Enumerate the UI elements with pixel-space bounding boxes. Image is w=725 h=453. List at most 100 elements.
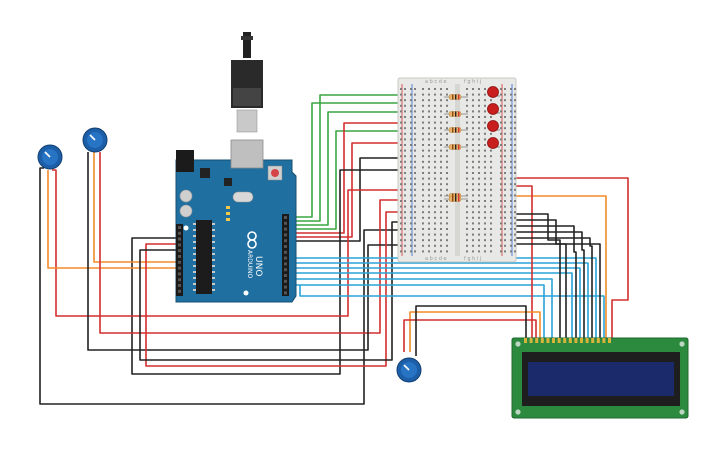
resistor-band: [458, 196, 460, 202]
wire-pot1-black[interactable]: [39, 167, 403, 405]
wire-lcd-black-4[interactable]: [508, 231, 585, 340]
breadboard-hole: [446, 160, 448, 163]
lcd-pin[interactable]: [580, 338, 583, 343]
chip-pin: [212, 289, 215, 291]
lcd-pin[interactable]: [546, 338, 550, 343]
lcd-pin[interactable]: [591, 338, 595, 343]
breadboard[interactable]: a b c d e f g h i j a b c d e f g h i j: [397, 77, 517, 263]
breadboard-hole: [428, 99, 430, 102]
wire-green-2[interactable]: [286, 94, 403, 222]
breadboard-hole: [504, 155, 506, 158]
arduino-uno-board[interactable]: ARDUINO UNO: [175, 32, 297, 303]
wire-lcd-black-1[interactable]: [508, 213, 561, 340]
reset-button-cap[interactable]: [271, 169, 279, 177]
breadboard-hole: [410, 166, 412, 169]
wire-blue-1[interactable]: [286, 257, 597, 340]
led-red[interactable]: [487, 103, 499, 115]
wire-lcd-black-6[interactable]: [508, 243, 601, 340]
lcd-pin[interactable]: [563, 338, 567, 343]
breadboard-hole: [484, 138, 486, 141]
wire-black-bb-1[interactable]: [286, 157, 403, 242]
lcd-pin[interactable]: [552, 338, 555, 343]
wire-blue-6[interactable]: [286, 284, 545, 340]
breadboard-hole: [440, 250, 442, 253]
breadboard-hole: [410, 88, 412, 90]
wire-lcd-red-1[interactable]: [508, 177, 629, 340]
wire-green-1[interactable]: [286, 102, 403, 218]
potentiometer-2[interactable]: [82, 127, 108, 153]
breadboard-hole: [510, 155, 512, 158]
wire-black-gnd[interactable]: [131, 169, 403, 375]
breadboard-hole: [514, 183, 516, 186]
breadboard-hole: [414, 211, 416, 214]
wire-blue-4[interactable]: [286, 272, 573, 340]
breadboard-hole: [478, 166, 480, 169]
breadboard-hole: [446, 233, 448, 236]
wire-blue-3[interactable]: [286, 267, 581, 340]
potentiometer-indicator: [44, 151, 51, 158]
wire-lcd-orange-1[interactable]: [508, 195, 607, 340]
breadboard-hole: [472, 88, 474, 90]
wire-lcd-black-3[interactable]: [508, 225, 577, 340]
breadboard-hole: [400, 149, 402, 152]
breadboard-hole: [440, 222, 442, 225]
breadboard-hole: [400, 188, 402, 191]
breadboard-hole: [490, 233, 492, 236]
breadboard-hole: [414, 121, 416, 124]
lcd-16x2-display[interactable]: [511, 337, 689, 419]
led-red[interactable]: [487, 137, 499, 149]
wire-pot3-orange[interactable]: [409, 311, 541, 352]
breadboard-hole: [440, 172, 442, 174]
led-red[interactable]: [487, 120, 499, 132]
header-power-analog[interactable]: [176, 224, 183, 296]
wire-pot2-red[interactable]: [99, 152, 403, 334]
breadboard-hole: [514, 149, 516, 152]
header-socket: [178, 237, 181, 241]
breadboard-hole: [400, 93, 402, 96]
lcd-pin[interactable]: [524, 338, 527, 343]
wire-blue-7[interactable]: [299, 285, 605, 340]
potentiometer-1[interactable]: [37, 144, 63, 170]
wire-gnd-black-2[interactable]: [139, 221, 403, 361]
lcd-pin[interactable]: [568, 338, 572, 343]
wire-blue-5[interactable]: [286, 278, 553, 340]
potentiometer-3[interactable]: [396, 357, 422, 383]
lcd-pin[interactable]: [529, 338, 533, 343]
breadboard-hole: [514, 216, 516, 219]
wire-green-4[interactable]: [286, 130, 403, 230]
breadboard-hole: [478, 104, 480, 107]
lcd-pin[interactable]: [602, 338, 606, 343]
breadboard-hole: [514, 166, 516, 169]
wire-5v-red[interactable]: [145, 211, 403, 367]
breadboard-hole: [422, 116, 424, 118]
lcd-pin[interactable]: [574, 338, 578, 343]
wire-pot2-orange[interactable]: [93, 152, 176, 263]
wire-pot1-orange[interactable]: [47, 170, 176, 269]
breadboard-hole: [500, 93, 502, 96]
lcd-pin[interactable]: [540, 338, 544, 343]
wire-lcd-black-5[interactable]: [508, 237, 593, 340]
lcd-pin[interactable]: [535, 338, 539, 343]
wire-pot1-red[interactable]: [52, 169, 403, 317]
svg-text:f g h i j: f g h i j: [464, 79, 481, 85]
lcd-pin-header[interactable]: [524, 338, 611, 343]
breadboard-hole: [422, 194, 424, 197]
lcd-pin[interactable]: [557, 338, 561, 343]
wire-blue-2[interactable]: [286, 262, 589, 340]
usb-cable-tip: [241, 36, 253, 40]
breadboard-hole: [410, 138, 412, 141]
lcd-pin[interactable]: [608, 338, 611, 343]
led-red[interactable]: [487, 86, 499, 98]
wire-green-3[interactable]: [286, 111, 403, 226]
wire-pot3-red[interactable]: [403, 319, 537, 352]
wire-red-bb-1[interactable]: [286, 122, 403, 234]
breadboard-hole: [514, 144, 516, 146]
atmega-chip-pins: [193, 223, 215, 291]
breadboard-hole: [446, 177, 448, 180]
wire-pot3-black[interactable]: [415, 305, 527, 356]
breadboard-hole: [410, 205, 412, 208]
lcd-pin[interactable]: [596, 338, 600, 343]
header-digital[interactable]: [282, 214, 289, 296]
lcd-pin[interactable]: [585, 338, 589, 343]
wire-pot2-black[interactable]: [87, 152, 403, 351]
